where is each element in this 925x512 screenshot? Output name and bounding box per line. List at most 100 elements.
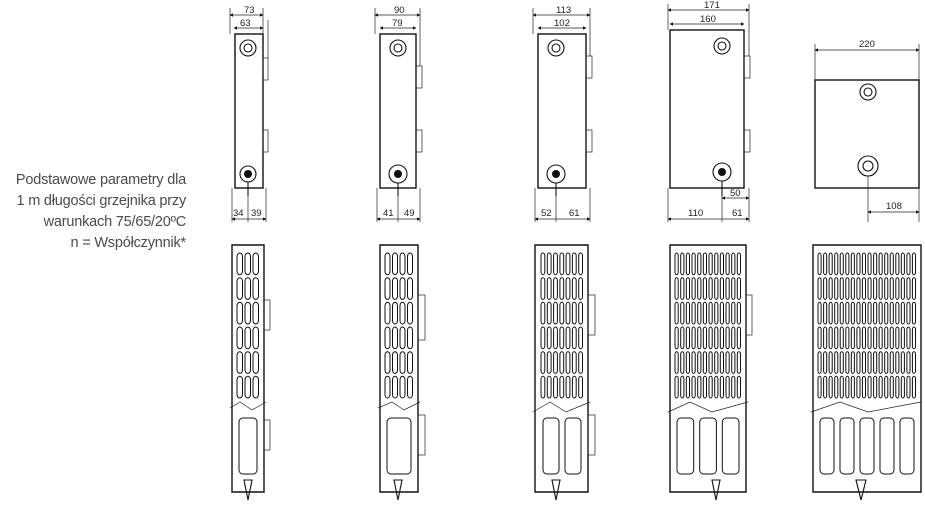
radiator-fin [736, 252, 741, 276]
radiator-fin [850, 301, 855, 325]
radiator-fin [252, 326, 259, 350]
radiator-fin [244, 326, 251, 350]
dim-r5-width: 220 [859, 39, 875, 50]
radiator-fin [867, 351, 872, 374]
dim-r4-outer: 171 [704, 0, 720, 11]
radiator-fin [714, 301, 719, 325]
radiator-fin [565, 301, 571, 325]
radiator-fin [861, 301, 867, 325]
radiator-fin [878, 252, 883, 276]
dim-r3-right: 61 [569, 208, 580, 219]
radiator-fin [559, 277, 565, 300]
dim-r1-right: 39 [251, 208, 262, 219]
radiator-fin [736, 277, 741, 300]
radiator-fin [834, 326, 839, 350]
radiator-fin [392, 277, 398, 300]
radiator-fin [839, 375, 844, 399]
radiator-fin [244, 252, 251, 276]
radiator-fin [895, 375, 900, 399]
radiator-fin [697, 277, 702, 300]
radiator-fin [834, 351, 839, 374]
radiator-fin [399, 277, 406, 300]
radiator-fin [540, 277, 546, 300]
radiator-fin [900, 326, 905, 350]
radiator-fin [571, 326, 577, 350]
radiator-fin [839, 326, 844, 350]
radiator-lower-channel [721, 417, 740, 475]
radiator-fin [839, 301, 844, 325]
radiator-fin [384, 252, 391, 276]
radiator-fin [244, 375, 251, 399]
radiator-fin [845, 326, 850, 350]
radiator-fin [685, 326, 690, 350]
radiator-fin [399, 252, 406, 276]
radiator-fin [674, 301, 679, 325]
radiator-fin [845, 277, 850, 300]
dim-r1-inner: 63 [240, 18, 251, 29]
radiator-fin [900, 277, 905, 300]
radiator-fin [884, 277, 889, 300]
radiator-fin [850, 351, 855, 374]
radiator-fin [861, 375, 867, 399]
radiator-fin [691, 252, 696, 276]
radiator-fin [685, 351, 690, 374]
radiator-fin [850, 375, 855, 399]
radiator-fin [236, 252, 243, 276]
radiator-fin [884, 301, 889, 325]
radiator-fin [719, 301, 724, 325]
radiator-fin [407, 301, 413, 325]
radiator-fin [546, 375, 552, 399]
radiator-fin [236, 301, 243, 325]
radiator-fin [236, 351, 243, 374]
radiator-fin [884, 252, 889, 276]
radiator-2-perspective [377, 244, 426, 501]
radiator-fin [674, 252, 679, 276]
radiator-lower-channel [899, 417, 915, 475]
dim-r2-inner: 79 [392, 18, 403, 29]
radiator-fin [861, 277, 867, 300]
radiator-fin [873, 252, 878, 276]
radiator-fin [911, 326, 917, 350]
radiator-lower-channel [879, 417, 895, 475]
radiator-lower-channel [564, 417, 582, 475]
radiator-fin [236, 375, 243, 399]
radiator-fin [559, 252, 565, 276]
radiator-fin [540, 252, 546, 276]
radiator-fin [823, 375, 828, 399]
radiator-fin [895, 326, 900, 350]
radiator-fin [911, 301, 917, 325]
dim-r4-left: 110 [688, 208, 703, 219]
radiator-fin [845, 351, 850, 374]
radiator-fin [736, 375, 741, 399]
radiator-fin [674, 277, 679, 300]
radiator-fin [889, 252, 894, 276]
radiator-fin [719, 277, 724, 300]
radiator-fin [578, 252, 584, 276]
radiator-fin [906, 375, 911, 399]
radiator-fin [702, 351, 707, 374]
dim-r3-outer: 113 [556, 5, 571, 16]
radiator-fin [553, 252, 558, 276]
radiator-fin [889, 277, 894, 300]
radiator-lower-channel [699, 417, 717, 475]
radiator-fin [674, 375, 679, 399]
radiator-fin [578, 326, 584, 350]
radiator-fin [702, 301, 707, 325]
radiator-fin [702, 326, 707, 350]
radiator-fin [861, 326, 867, 350]
radiator-fin [736, 301, 741, 325]
radiator-fin [873, 351, 878, 374]
radiator-fin [702, 277, 707, 300]
radiator-fin [823, 277, 828, 300]
radiator-fin [845, 375, 850, 399]
radiator-fin [714, 252, 719, 276]
radiator-fin [399, 326, 406, 350]
radiator-fin [546, 351, 552, 374]
radiator-fin [900, 252, 905, 276]
radiator-fin [867, 326, 872, 350]
radiator-fin [399, 375, 406, 399]
radiator-fin [540, 301, 546, 325]
radiator-fin [731, 301, 736, 325]
radiator-fin [889, 351, 894, 374]
radiator-fin [725, 301, 730, 325]
